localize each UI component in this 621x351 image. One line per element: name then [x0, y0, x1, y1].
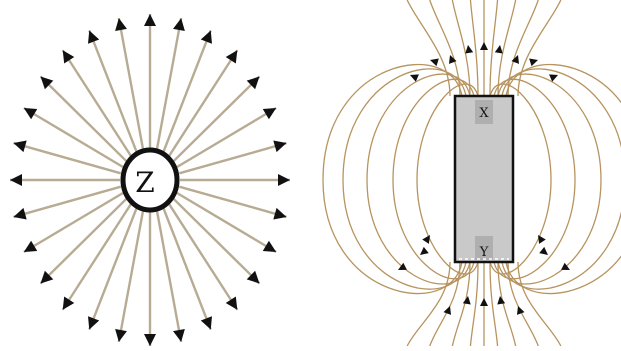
field-ray: [63, 50, 132, 156]
charge-label: Z: [135, 166, 154, 199]
field-line: [470, 0, 478, 96]
field-ray: [24, 193, 123, 252]
ray-arrowhead: [14, 141, 27, 153]
field-ray: [173, 199, 259, 284]
field-ray: [119, 18, 143, 151]
field-arrowhead: [422, 235, 430, 244]
ray-arrowhead: [63, 50, 75, 63]
field-ray: [41, 199, 127, 284]
field-ray: [41, 77, 127, 162]
field-ray: [119, 209, 143, 342]
field-ray: [89, 30, 137, 153]
field-ray: [179, 187, 286, 217]
field-ray: [157, 18, 181, 151]
field-ray: [169, 50, 238, 156]
pole-label-y: Y: [479, 245, 489, 260]
ray-arrowhead: [115, 18, 127, 31]
field-arrowhead: [539, 247, 548, 255]
ray-arrowhead: [273, 208, 286, 220]
ray-arrowhead: [226, 50, 238, 63]
field-line: [490, 0, 498, 96]
magnet-field-svg: X Y: [300, 0, 621, 346]
ray-arrowhead: [115, 329, 127, 342]
ray-arrowhead: [144, 334, 156, 346]
radial-field-diagram: Z: [0, 0, 300, 346]
ray-arrowhead: [144, 14, 156, 26]
field-ray: [14, 143, 121, 173]
field-ray: [179, 143, 286, 173]
field-ray: [163, 207, 211, 330]
ray-arrowhead: [10, 174, 22, 186]
field-arrowhead: [480, 42, 488, 50]
field-ray: [163, 30, 211, 153]
field-arrowhead: [517, 306, 525, 315]
pole-label-x: X: [479, 106, 489, 121]
bar-magnet: X Y: [455, 96, 513, 262]
radial-field-svg: Z: [0, 0, 300, 346]
field-line: [490, 262, 498, 346]
field-arrowhead: [443, 306, 451, 315]
ray-arrowhead: [173, 18, 185, 31]
field-arrowhead: [465, 45, 473, 54]
field-ray: [177, 108, 276, 167]
field-arrowhead: [430, 59, 439, 67]
ray-arrowhead: [226, 296, 238, 309]
field-ray: [177, 193, 276, 252]
field-ray: [169, 203, 238, 309]
ray-arrowhead: [63, 296, 75, 309]
field-ray: [24, 108, 123, 167]
field-arrowhead: [480, 298, 488, 306]
field-arrowhead: [495, 45, 503, 54]
field-line: [470, 262, 478, 346]
field-arrowhead: [420, 247, 429, 255]
field-arrowhead: [529, 59, 538, 67]
field-arrowhead: [538, 235, 546, 244]
field-ray: [63, 203, 132, 309]
ray-arrowhead: [278, 174, 290, 186]
field-line: [502, 69, 621, 289]
ray-arrowhead: [273, 141, 286, 153]
ray-arrowhead: [14, 208, 27, 220]
bar-magnet-field-diagram: X Y: [300, 0, 621, 346]
central-charge: Z: [123, 150, 177, 210]
field-ray: [14, 187, 121, 217]
ray-arrowhead: [173, 329, 185, 342]
field-ray: [173, 77, 259, 162]
field-line: [343, 69, 466, 289]
field-ray: [157, 209, 181, 342]
field-line: [506, 65, 621, 294]
field-ray: [89, 207, 137, 330]
